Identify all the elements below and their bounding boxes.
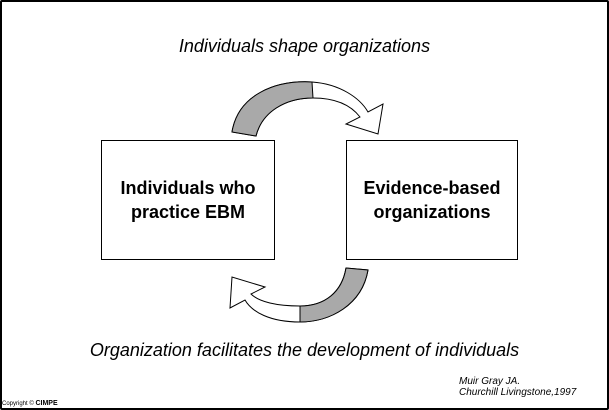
organizations-box-label: Evidence-based organizations: [363, 178, 501, 222]
individuals-box: Individuals who practice EBM: [101, 140, 275, 260]
citation-publisher: Churchill Livingstone,1997: [459, 387, 577, 398]
bottom-caption: Organization facilitates the development…: [89, 340, 520, 360]
organizations-box: Evidence-based organizations: [346, 140, 518, 260]
individuals-box-label: Individuals who practice EBM: [120, 178, 256, 222]
citation-author: Muir Gray JA.: [459, 376, 521, 387]
bottom-cycle-arrow: [229, 267, 369, 323]
top-caption: Individuals shape organizations: [178, 36, 431, 56]
copyright-footer: Copyright © CIMPE: [2, 400, 58, 408]
brand-logo-text: CIMPE: [35, 400, 58, 407]
top-cycle-arrow: [231, 81, 384, 137]
copyright-text: Copyright ©: [2, 401, 34, 407]
citation: Muir Gray JA. Churchill Livingstone,1997: [459, 376, 576, 398]
